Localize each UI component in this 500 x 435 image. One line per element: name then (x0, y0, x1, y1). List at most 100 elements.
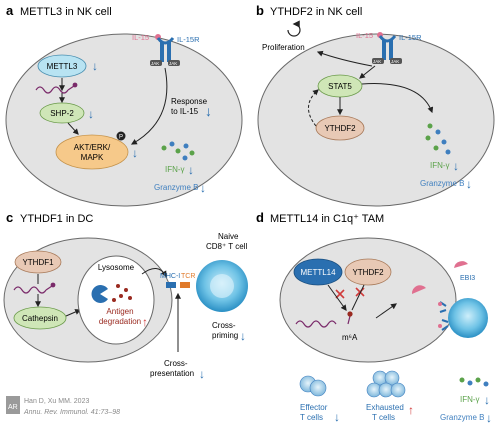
granzyme-label-d: Granzyme B (440, 413, 484, 422)
akt-node (55, 134, 129, 170)
ar-logo-icon (6, 396, 20, 414)
cross-presentation-line2: presentation (150, 369, 194, 378)
mettl3-down-arrow: ↓ (92, 59, 98, 73)
cross-priming-line2: priming (212, 331, 238, 340)
naive-label-line2: CD8⁺ T cell (206, 242, 247, 251)
response-label-line2: to IL-15 (171, 107, 199, 116)
tam-cell (279, 237, 457, 363)
exhausted-label-line2: T cells (372, 413, 395, 422)
ythdf2-node-b (315, 115, 365, 141)
ifng-down-arrow-d: ↓ (484, 393, 490, 407)
jak-right-b: JAK (391, 59, 399, 64)
granzyme-label-b: Granzyme B (420, 179, 464, 188)
cathepsin-label: Cathepsin (22, 314, 58, 323)
antigen-fragments (112, 284, 132, 302)
akt-label-line1: AKT/ERK/ (74, 143, 111, 152)
panel-b-letter: b (256, 3, 264, 18)
il15-receptor-a (150, 37, 180, 66)
jak-left-b: JAK (373, 59, 381, 64)
ifng-down-arrow-a: ↓ (188, 163, 194, 177)
response-down-arrow: ↓ (205, 103, 212, 119)
feedback-arrow-b (308, 89, 319, 127)
il15r-label-a: IL-15R (177, 35, 200, 44)
exhausted-up-arrow: ↑ (408, 403, 414, 417)
jak-left-a: JAK (151, 61, 159, 66)
ythdf2-label-d: YTHDF2 (352, 268, 384, 277)
shp2-down-arrow: ↓ (88, 107, 94, 121)
ebi3-label: EBI3 (460, 275, 475, 282)
cytokine-dots-b (425, 123, 451, 155)
panel-d-title: METTL14 in C1q⁺ TAM (270, 213, 384, 225)
ythdf1-node (14, 250, 62, 274)
cathepsin-node (13, 306, 67, 330)
cross-priming-down-arrow: ↓ (240, 329, 246, 343)
ar-logo-text: AR (8, 404, 18, 411)
nk-cell-a (5, 33, 243, 207)
jak-right-a: JAK (169, 61, 177, 66)
inhibition-mark-right (355, 287, 365, 297)
inhibition-mark-left (335, 289, 345, 299)
panel-b-title: YTHDF2 in NK cell (270, 6, 362, 18)
effector-t-cells-icon (299, 375, 327, 397)
ifng-down-arrow-b: ↓ (453, 159, 459, 173)
m6a-label: m⁶A (342, 333, 358, 342)
response-arrow-a (130, 67, 168, 145)
ifng-label-d: IFN-γ (460, 395, 480, 404)
effector-label-line2: T cells (300, 413, 323, 422)
ifng-label-b: IFN-γ (430, 161, 450, 170)
exhausted-label-line1: Exhausted (366, 403, 404, 412)
phospho-badge (116, 131, 126, 141)
cross-presentation-down-arrow: ↓ (199, 367, 205, 381)
lysosome-label: Lysosome (98, 263, 135, 272)
panel-c-letter: c (6, 210, 13, 225)
ebi3-molecule-outer (454, 261, 468, 268)
panel-a: a METTL3 in NK cell IL-15 IL-15R JAK JAK… (5, 3, 243, 207)
akt-down-arrow: ↓ (132, 146, 138, 160)
proliferation-label: Proliferation (262, 43, 305, 52)
mettl14-label: METTL14 (300, 268, 336, 277)
shp2-label: SHP-2 (50, 109, 74, 118)
cross-presentation-line1: Cross- (164, 359, 188, 368)
citation-block: AR Han D, Xu MM. 2023 Annu. Rev. Immunol… (6, 396, 120, 416)
target-t-cell (448, 298, 488, 338)
cytokine-dots-d (459, 377, 489, 387)
effector-label-line1: Effector (300, 403, 328, 412)
panel-d-letter: d (256, 210, 264, 225)
panel-b: b YTHDF2 in NK cell IL-15 IL-15R JAK JAK… (256, 3, 495, 207)
il15-receptor-b (372, 35, 402, 64)
cross-priming-line1: Cross- (212, 321, 236, 330)
granzyme-label-a: Granzyme B (154, 183, 198, 192)
mrna-c (13, 286, 47, 294)
panel-c: c YTHDF1 in DC YTHDF1 Cathepsin Lysosome… (3, 210, 248, 381)
shp2-node (39, 102, 85, 124)
akt-label-line2: MAPK (81, 153, 104, 162)
naive-label-line1: Naive (218, 232, 239, 241)
ythdf1-label: YTHDF1 (22, 258, 54, 267)
ythdf2-node-d (344, 258, 392, 286)
pacman-enzyme (91, 284, 108, 303)
stat5-label: STAT5 (328, 82, 352, 91)
il15-label-a: IL-15 (132, 33, 149, 42)
cytokine-dots-a (161, 141, 195, 161)
panel-d: d METTL14 in C1q⁺ TAM METTL14 YTHDF2 m⁶A… (256, 210, 492, 425)
response-label-line1: Response (171, 97, 208, 106)
phospho-label: P (119, 135, 123, 141)
mrna-a (35, 86, 69, 94)
ifng-label-a: IFN-γ (165, 165, 185, 174)
proliferation-icon (287, 20, 301, 37)
panel-c-title: YTHDF1 in DC (20, 213, 93, 225)
mettl14-node (293, 258, 343, 286)
granzyme-down-arrow-d: ↓ (486, 411, 492, 425)
exhausted-t-cells-icon (366, 370, 406, 398)
il15-label-b: IL-15 (356, 31, 373, 40)
mrna-d (295, 320, 337, 328)
effector-down-arrow: ↓ (334, 410, 340, 424)
mhc-molecule (166, 282, 176, 288)
citation-line1: Han D, Xu MM. 2023 (24, 398, 89, 405)
nk-cell-b (257, 33, 495, 207)
granzyme-down-arrow-a: ↓ (200, 181, 206, 195)
antigen-up-arrow: ↑ (142, 315, 148, 329)
panel-a-letter: a (6, 3, 14, 18)
antigen-label-line2: degradation (99, 317, 141, 326)
